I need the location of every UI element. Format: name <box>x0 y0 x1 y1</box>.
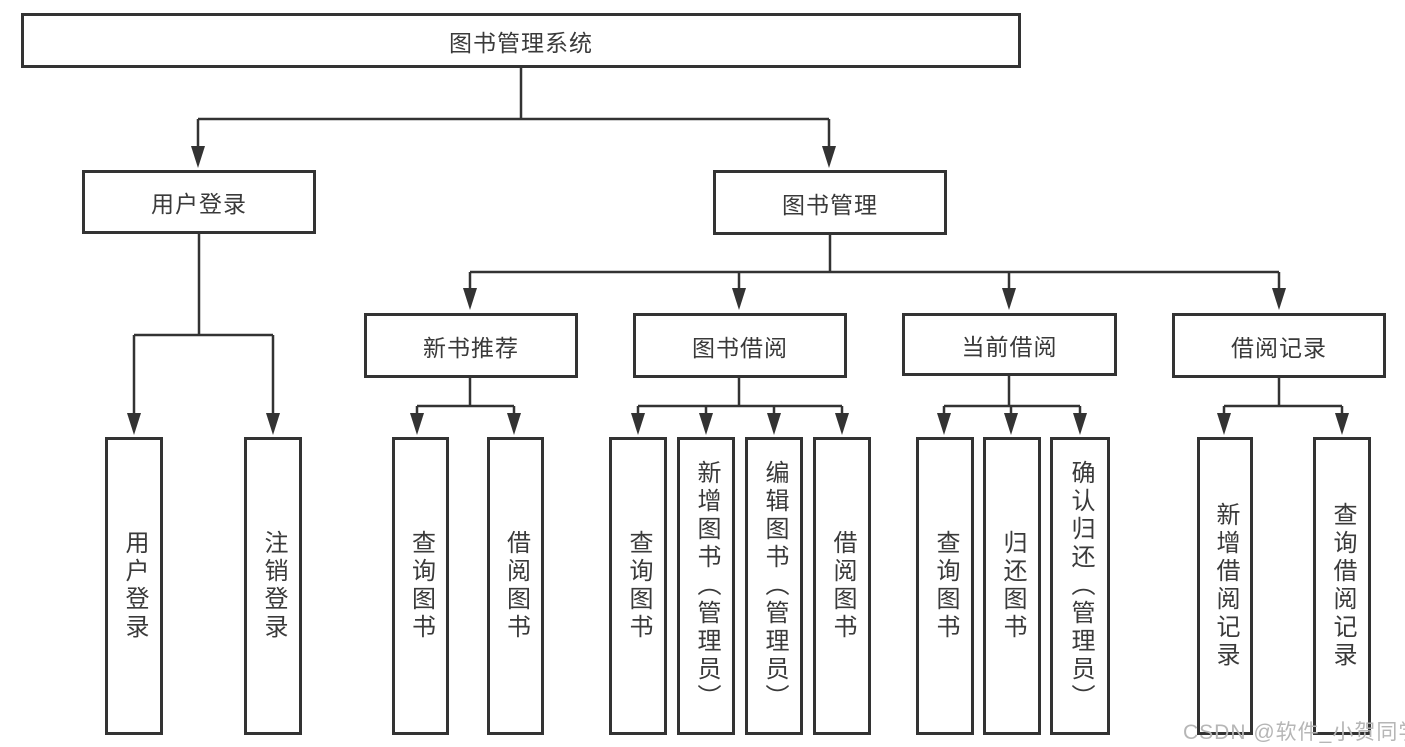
arrowhead <box>507 413 521 435</box>
arrowhead <box>463 288 477 310</box>
arrowhead <box>1073 413 1087 435</box>
leaf-newbooks-query: 查询图书 <box>392 437 449 735</box>
arrowhead <box>631 413 645 435</box>
connector-root-to-level2 <box>196 68 831 150</box>
leaf-borrowing-borrow: 借阅图书 <box>813 437 871 735</box>
arrowhead <box>266 413 280 435</box>
arrowhead <box>1004 413 1018 435</box>
arrowhead <box>127 413 141 435</box>
connector-userlogin-to-leaves <box>132 233 275 417</box>
arrowhead <box>835 413 849 435</box>
node-new-book-recommend: 新书推荐 <box>364 313 578 378</box>
leaf-logout: 注销登录 <box>244 437 302 735</box>
leaf-user-login: 用户登录 <box>105 437 163 735</box>
arrowheads <box>127 146 1349 435</box>
arrowhead <box>767 413 781 435</box>
arrowhead <box>1002 288 1016 310</box>
arrowhead <box>410 413 424 435</box>
arrowhead <box>191 146 205 168</box>
connector-lines <box>132 68 1344 417</box>
arrowhead <box>1335 413 1349 435</box>
connector-current-to-leaves <box>942 376 1082 417</box>
node-book-management: 图书管理 <box>713 170 947 235</box>
leaf-current-return: 归还图书 <box>983 437 1041 735</box>
connector-borrowing-to-leaves <box>636 378 844 417</box>
node-borrow-records: 借阅记录 <box>1172 313 1386 378</box>
leaf-current-confirm-return-admin: 确认归还（管理员） <box>1050 437 1110 735</box>
connector-records-to-leaves <box>1222 378 1344 417</box>
arrowhead <box>937 413 951 435</box>
arrowhead <box>699 413 713 435</box>
leaf-current-query: 查询图书 <box>916 437 974 735</box>
csdn-watermark: CSDN @软件_小贺同学 <box>1183 721 1405 744</box>
leaf-borrowing-query: 查询图书 <box>609 437 667 735</box>
leaf-borrowing-edit-admin: 编辑图书（管理员） <box>745 437 803 735</box>
leaf-newbooks-borrow: 借阅图书 <box>487 437 544 735</box>
node-root: 图书管理系统 <box>21 13 1021 68</box>
connector-newbooks-to-leaves <box>415 378 516 417</box>
connector-bookmgmt-to-level3 <box>468 235 1281 292</box>
leaf-borrowing-add-admin: 新增图书（管理员） <box>677 437 735 735</box>
node-user-login: 用户登录 <box>82 170 316 234</box>
leaf-records-query: 查询借阅记录 <box>1313 437 1371 735</box>
node-book-borrowing: 图书借阅 <box>633 313 847 378</box>
arrowhead <box>1217 413 1231 435</box>
arrowhead <box>1272 288 1286 310</box>
arrowhead <box>822 146 836 168</box>
leaf-records-add: 新增借阅记录 <box>1197 437 1253 735</box>
node-current-borrowing: 当前借阅 <box>902 313 1117 376</box>
arrowhead <box>732 288 746 310</box>
